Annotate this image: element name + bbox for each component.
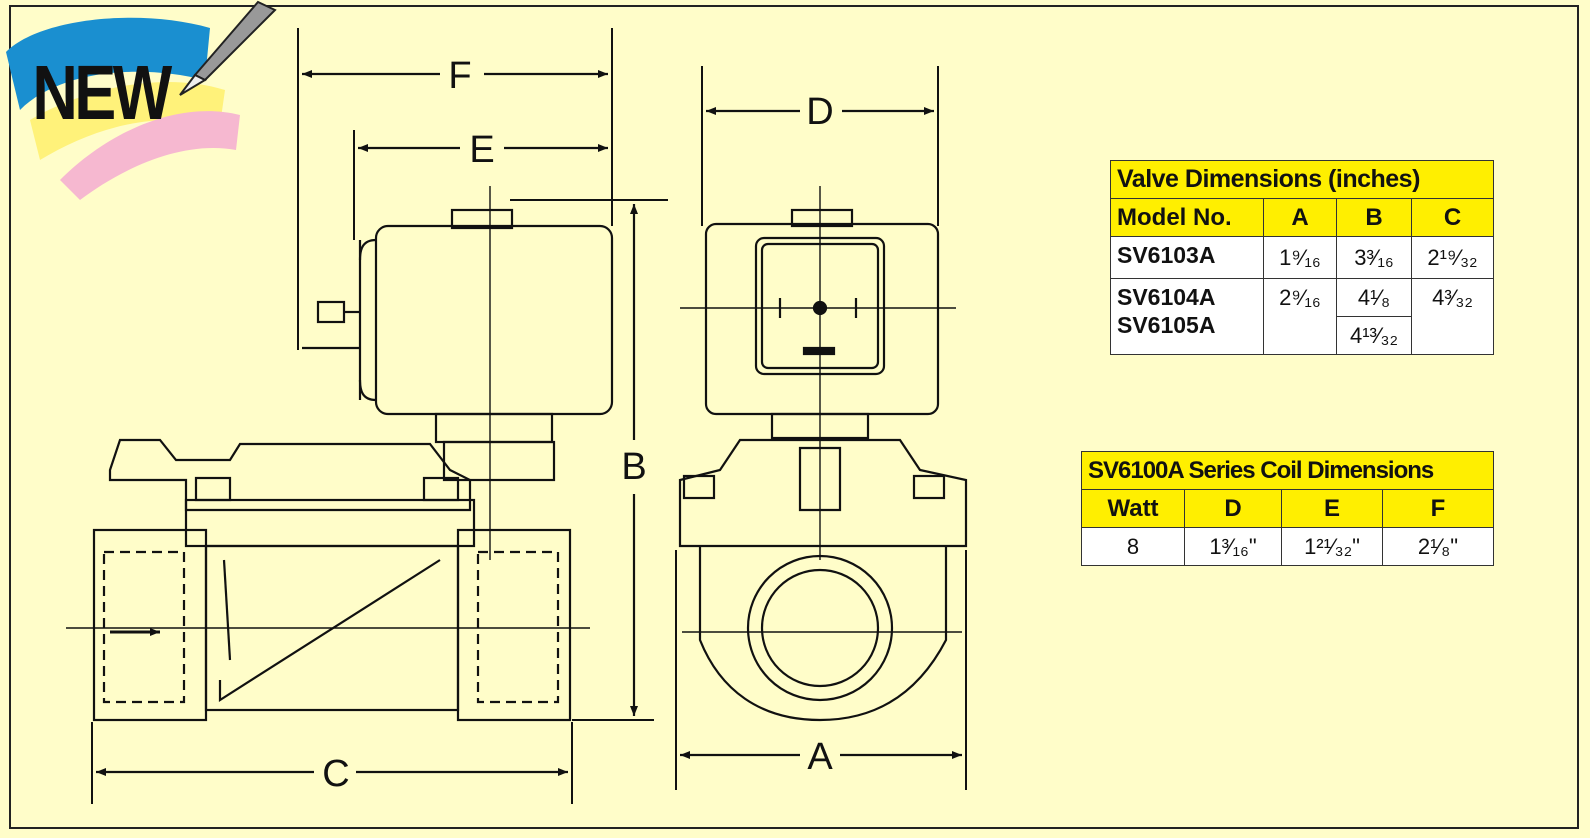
- valve-table-model: SV6103A: [1110, 236, 1264, 279]
- valve-table-header: B: [1336, 198, 1412, 237]
- coil-table-cell: 2¹⁄₈": [1382, 527, 1494, 566]
- valve-table-header: C: [1411, 198, 1494, 237]
- coil-table-cell: 8: [1081, 527, 1185, 566]
- diagram-frame: [9, 5, 1579, 829]
- coil-table-header: D: [1184, 489, 1282, 528]
- coil-table-header: F: [1382, 489, 1494, 528]
- dimension-label-a: A: [807, 736, 833, 778]
- dimension-label-f: F: [448, 55, 471, 97]
- valve-table-cell: 3³⁄₁₆: [1336, 236, 1412, 279]
- dimension-arrows: [96, 70, 962, 776]
- coil-table-cell: 1²¹⁄₃₂": [1281, 527, 1383, 566]
- dimension-label-d: D: [806, 91, 833, 133]
- valve-table-model-line: SV6104A: [1117, 284, 1216, 310]
- coil-dimensions-table: SV6100A Series Coil Dimensions Watt D E …: [1081, 451, 1494, 566]
- new-badge-text: NEW: [32, 49, 172, 135]
- valve-table-cell: 4³⁄₃₂: [1411, 278, 1494, 355]
- valve-table-cell: 4¹⁄₈: [1336, 278, 1412, 317]
- coil-table-cell: 1³⁄₁₆": [1184, 527, 1282, 566]
- front-view: [678, 208, 968, 722]
- coil-table-header: Watt: [1081, 489, 1185, 528]
- dimension-label-e: E: [469, 129, 494, 171]
- valve-table-model: SV6104A SV6105A: [1110, 278, 1264, 355]
- coil-table-title: SV6100A Series Coil Dimensions: [1081, 451, 1494, 490]
- valve-table-cell: 4¹³⁄₃₂: [1336, 316, 1412, 355]
- valve-table-model-line: SV6105A: [1117, 312, 1216, 338]
- valve-dimensions-table: Valve Dimensions (inches) Model No. A B …: [1110, 160, 1494, 355]
- valve-table-header: A: [1263, 198, 1337, 237]
- dimension-label-c: C: [322, 753, 349, 795]
- coil-table-header: E: [1281, 489, 1383, 528]
- center-lines: [66, 186, 962, 633]
- valve-table-cell: 2¹⁹⁄₃₂: [1411, 236, 1494, 279]
- side-view: [92, 208, 614, 722]
- valve-table-cell: 2⁹⁄₁₆: [1263, 278, 1337, 355]
- extension-lines: [91, 28, 967, 804]
- pen-icon: [179, 0, 277, 96]
- new-badge: NEW: [6, 0, 277, 200]
- valve-table-header: Model No.: [1110, 198, 1264, 237]
- dimension-label-b: B: [621, 446, 646, 488]
- valve-table-title: Valve Dimensions (inches): [1110, 160, 1494, 199]
- valve-table-cell: 1⁹⁄₁₆: [1263, 236, 1337, 279]
